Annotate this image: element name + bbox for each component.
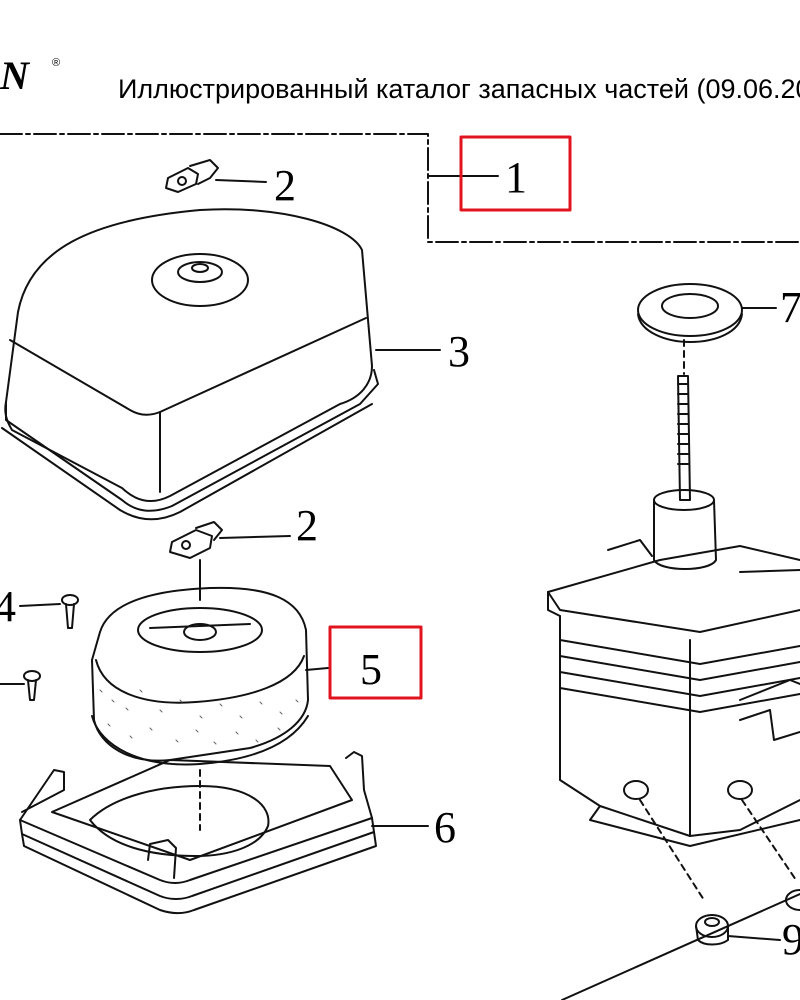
assembly-bracket — [0, 133, 800, 243]
callout-6: 6 — [434, 803, 456, 852]
part-clip-mid — [169, 521, 291, 559]
callout-2-top: 2 — [274, 161, 296, 210]
part-filter-element — [91, 559, 329, 766]
registered-mark: ® — [52, 57, 61, 69]
callout-1: 1 — [505, 153, 527, 202]
callout-2-mid: 2 — [296, 501, 318, 550]
callout-7: 7 — [780, 283, 800, 332]
part-nuts — [561, 799, 800, 1000]
part-clip-top — [165, 159, 267, 193]
part-seal-ring — [637, 283, 777, 343]
page-title: Иллюстрированный каталог запасных частей… — [118, 74, 800, 104]
part-filter-cover — [1, 208, 441, 521]
highlight-box-5 — [328, 625, 423, 700]
part-screws — [0, 594, 79, 701]
callout-5: 5 — [360, 645, 382, 694]
highlight-box-1 — [459, 135, 572, 212]
part-filter-base — [19, 751, 429, 914]
callout-3: 3 — [448, 327, 470, 376]
callout-9: 9 — [782, 915, 800, 964]
brand-logo: N — [0, 53, 29, 98]
part-housing — [547, 339, 800, 847]
callout-4: 4 — [0, 582, 16, 631]
